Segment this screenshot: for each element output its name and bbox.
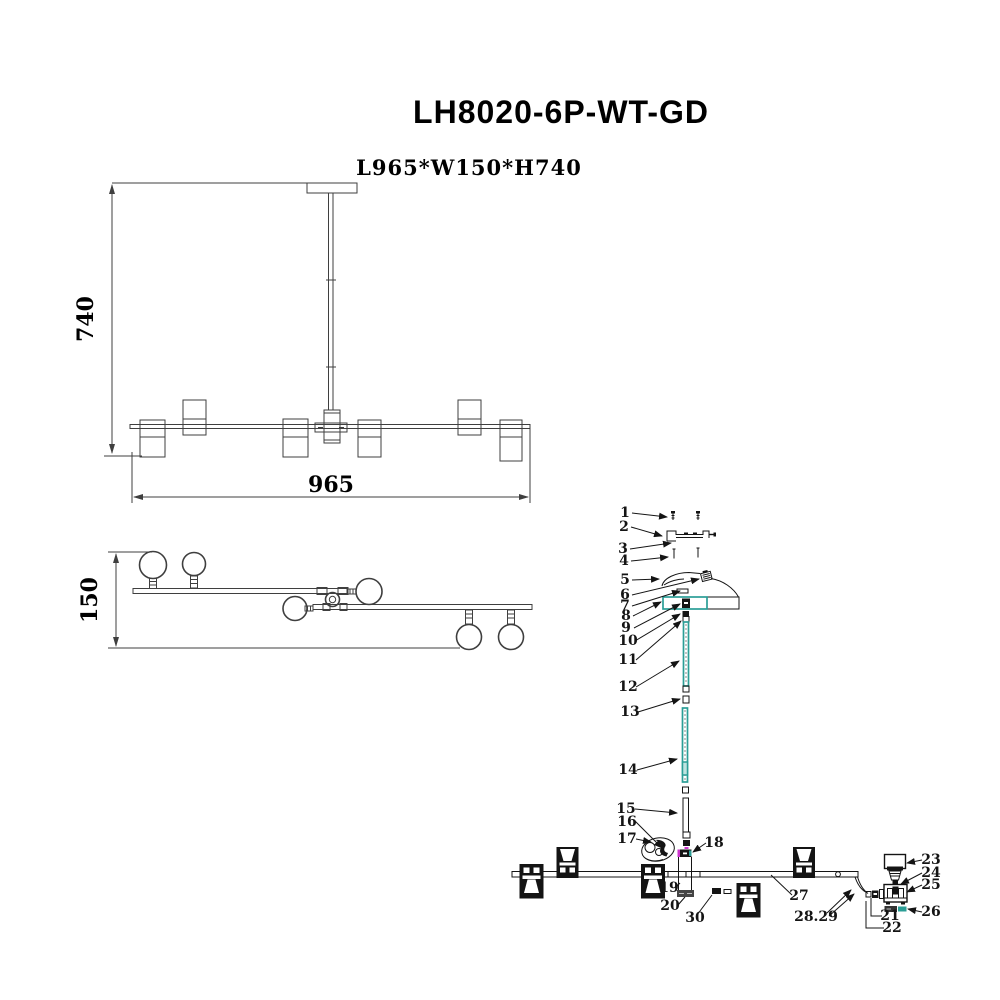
lamp-assembly-detail: [883, 853, 908, 912]
part-label-4: 4: [619, 553, 629, 569]
lamp-head-front-2: [182, 399, 207, 436]
part-label-18: 18: [704, 835, 723, 851]
lamp-head-exploded-up-2: [793, 847, 815, 878]
part-label-5: 5: [620, 572, 630, 588]
small-coupler: [682, 611, 689, 617]
part-label-30: 30: [685, 910, 705, 926]
top-knob: [699, 569, 713, 583]
front-view: 740: [73, 182, 531, 503]
exploded-arm-bar: [511, 871, 859, 878]
part-label-15: 15: [616, 801, 635, 817]
canopy-screws: [671, 511, 700, 520]
center-hub: [314, 409, 348, 444]
inner-block: [682, 598, 690, 608]
part-label-24: 24: [921, 865, 941, 881]
part-label-17: 17: [617, 831, 636, 847]
teal-end-cap: [898, 906, 907, 912]
lamp-head-front-6: [499, 419, 523, 462]
lamp-head-exploded-down-1: [519, 864, 544, 899]
front-arm-bar: [129, 424, 531, 429]
part-label-25: 25: [921, 877, 940, 893]
part-label-23: 23: [921, 852, 940, 868]
lamp-head-exploded-down-2: [641, 864, 665, 899]
lower-arm-bar: [312, 604, 533, 610]
clamp-block: [677, 849, 692, 857]
part-label-12: 12: [618, 679, 637, 695]
lamp-top-5: [455, 609, 483, 651]
joint-spacers: [682, 831, 691, 849]
part-label-10: 10: [618, 633, 638, 649]
part-label-3: 3: [618, 541, 628, 557]
dimensions-spec: L965*W150*H740: [356, 155, 582, 180]
part-label-22: 22: [882, 920, 901, 936]
swivel-joint: [641, 837, 675, 862]
part-label-13: 13: [620, 704, 639, 720]
part-label-21: 21: [880, 908, 899, 924]
height-dim-label: 740: [73, 296, 99, 342]
exploded-view: 1 2 3 4 5 6 7 8 9 10 11 12 13 14 15 16 1…: [511, 505, 941, 936]
part-label-16: 16: [617, 814, 636, 830]
part-label-6: 6: [620, 587, 630, 603]
canopy-cover: [661, 571, 739, 598]
hanger-frame: [678, 857, 692, 890]
lamp-top-1: [138, 550, 168, 589]
center-swivel-hub: [316, 587, 349, 611]
upper-arm-bar: [132, 588, 348, 594]
ceiling-canopy: [306, 182, 358, 194]
lamp-head-front-3: [282, 418, 309, 458]
lamp-head-front-5: [457, 399, 482, 436]
part-label-26: 26: [921, 904, 940, 920]
lamp-top-3: [346, 577, 383, 606]
part-label-1: 1: [620, 505, 630, 521]
part-label-14: 14: [618, 762, 638, 778]
end-wire: [854, 876, 869, 894]
length-dimension: 965: [131, 429, 531, 503]
part-label-2: 2: [619, 519, 629, 535]
part-label-27: 27: [789, 888, 808, 904]
part-label-7: 7: [620, 598, 630, 614]
leader-lines: [629, 512, 923, 929]
lamp-head-exploded-down-3: [736, 883, 761, 918]
lower-rod: [682, 786, 689, 833]
part-label-20: 20: [660, 898, 680, 914]
part-labels: 1 2 3 4 5 6 7 8 9 10 11 12 13 14 15 16 1…: [616, 505, 941, 936]
width-dim-label: 150: [77, 577, 103, 623]
lamp-top-6: [497, 609, 525, 651]
model-number: LH8020-6P-WT-GD: [413, 94, 709, 130]
part-label-28-29: 28.29: [794, 909, 838, 925]
rod-joint: [682, 695, 690, 704]
width-dimension: 150: [77, 551, 460, 649]
lamp-top-4: [282, 595, 314, 622]
hanging-rod: [326, 192, 336, 411]
upper-rod: [682, 616, 690, 693]
length-dim-label: 965: [308, 472, 354, 498]
lamp-head-front-1: [139, 419, 166, 458]
part-label-19: 19: [659, 880, 678, 896]
hatched-plate: [677, 890, 694, 897]
mounting-bracket: [666, 530, 716, 542]
pipe-connectors: [712, 888, 732, 894]
height-dimension: 740: [73, 182, 310, 457]
part-label-8: 8: [621, 608, 631, 624]
end-connectors: [865, 889, 884, 899]
long-screws: [672, 547, 700, 559]
side-view: 150: [77, 550, 533, 651]
part-label-9: 9: [621, 620, 631, 636]
middle-rod: [681, 707, 689, 783]
lamp-top-2: [181, 551, 207, 589]
lamp-head-exploded-up-1: [556, 847, 579, 878]
part-label-11: 11: [618, 652, 637, 668]
lamp-head-front-4: [357, 419, 382, 458]
